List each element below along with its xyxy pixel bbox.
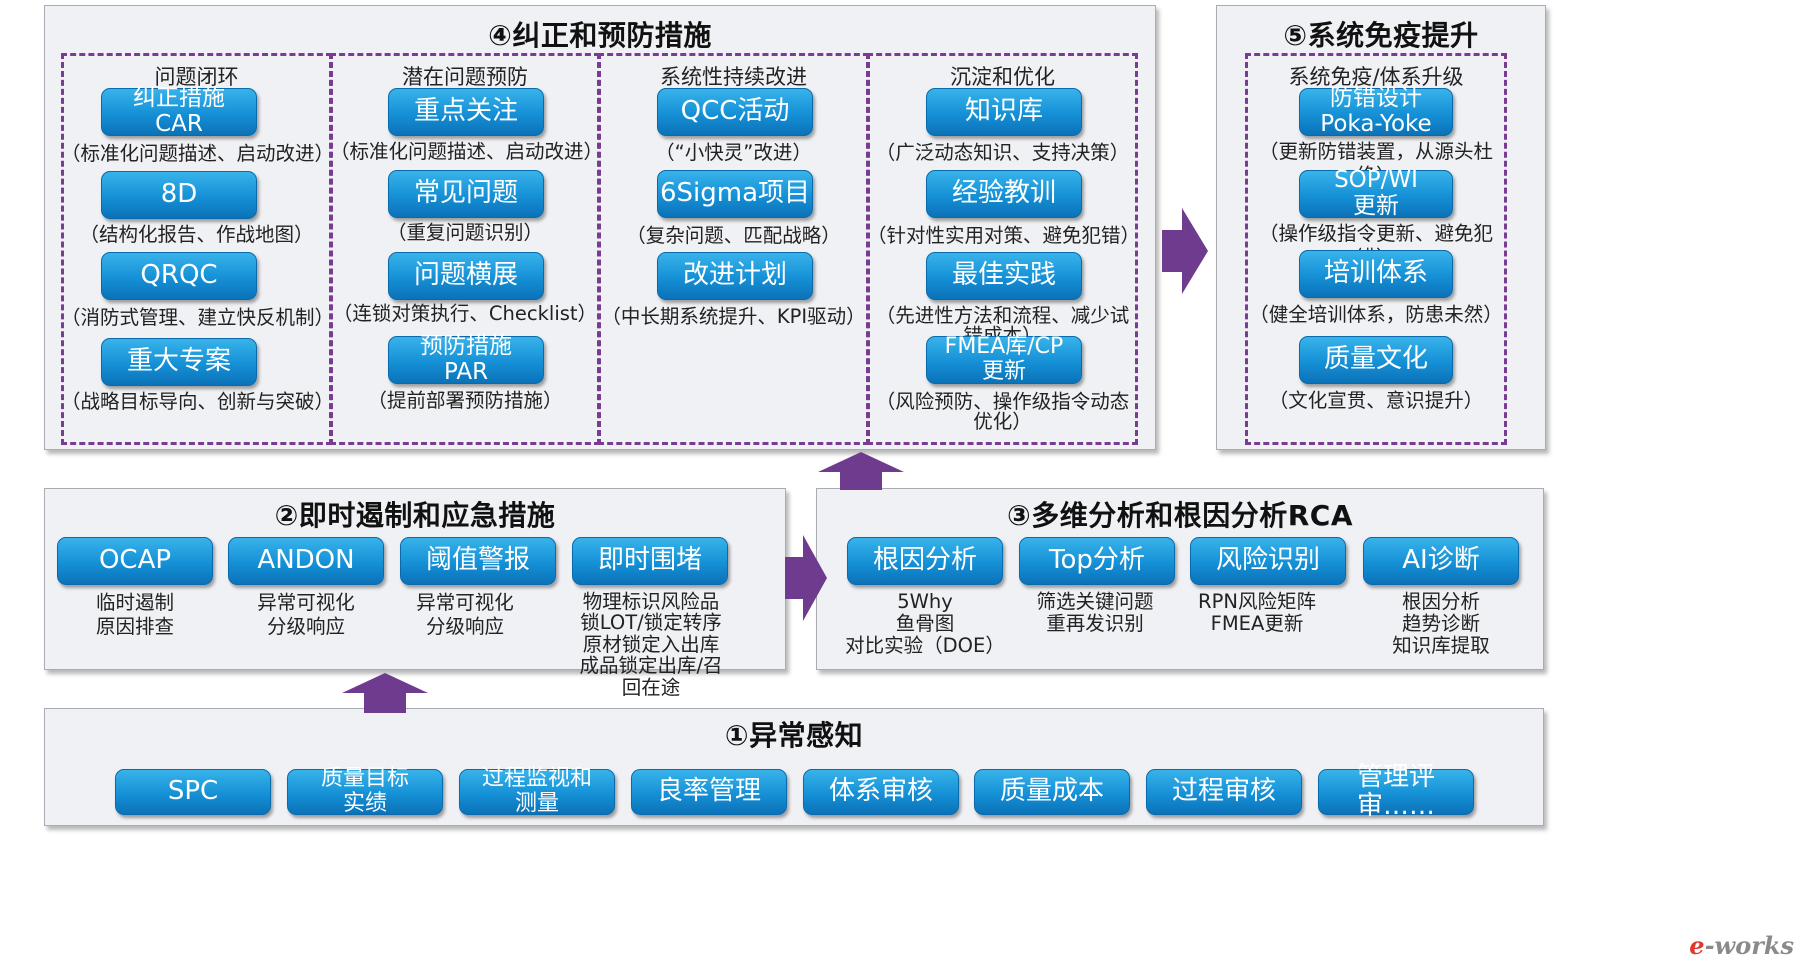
8d-caption: （结构化报告、作战地图） [79, 223, 314, 246]
anomaly-perception-title: ①异常感知 [724, 719, 864, 752]
yield-management-button[interactable]: 良率管理 [631, 769, 787, 815]
process-monitoring-button[interactable]: 过程监视和 测量 [459, 767, 615, 816]
up-arrow-icon [342, 673, 428, 713]
system-upgrade-column [1245, 53, 1507, 445]
risk-identification-button[interactable]: 风险识别 [1190, 537, 1346, 585]
andon-button[interactable]: ANDON [228, 537, 384, 585]
anomaly-perception-panel: ①异常感知 SPC 质量目标 实绩 过程监视和 测量 良率管理 体系审核 质量成… [44, 708, 1544, 826]
immediate-containment-caption: 物理标识风险品 锁LOT/锁定转序 原材锁定入出库 成品锁定出库/召 回在途 [579, 590, 723, 699]
column-title: 系统免疫/体系升级 [1288, 65, 1464, 89]
training-system-caption: （健全培训体系，防患未然） [1249, 303, 1503, 326]
risk-identification-caption: RPN风险矩阵 FMEA更新 [1198, 590, 1316, 635]
fmea-cp-caption: （风险预防、操作级指令动态 优化） [875, 390, 1130, 434]
poka-yoke-button[interactable]: 防错设计 Poka-Yoke [1299, 85, 1453, 137]
qcc-button[interactable]: QCC活动 [657, 88, 813, 136]
top-analysis-button[interactable]: Top分析 [1019, 537, 1175, 585]
fmea-cp-button[interactable]: FMEA库/CP 更新 [926, 335, 1082, 384]
lessons-learned-button[interactable]: 经验教训 [926, 170, 1082, 218]
quality-culture-caption: （文化宣贯、意识提升） [1268, 389, 1484, 412]
key-focus-caption: （标准化问题描述、启动改进） [330, 140, 604, 163]
system-audit-button[interactable]: 体系审核 [803, 769, 959, 815]
corrective-preventive-title: ④纠正和预防措施 [488, 19, 712, 52]
horizontal-deploy-button[interactable]: 问题横展 [388, 252, 544, 300]
lessons-learned-caption: （针对性实用对策、避免犯错） [867, 224, 1141, 247]
management-review-button[interactable]: 管理评审…… [1318, 762, 1474, 821]
best-practice-button[interactable]: 最佳实践 [926, 252, 1082, 300]
quality-culture-button[interactable]: 质量文化 [1299, 336, 1453, 384]
root-cause-panel: ③多维分析和根因分析RCA 根因分析 5Why 鱼骨图 对比实验（DOE） To… [816, 488, 1544, 670]
containment-panel: ②即时遏制和应急措施 OCAP 临时遏制 原因排查 ANDON 异常可视化 分级… [44, 488, 786, 698]
up-arrow-icon [818, 452, 904, 490]
column-title: 系统性持续改进 [660, 65, 807, 89]
spc-button[interactable]: SPC [115, 769, 271, 815]
immediate-containment-button[interactable]: 即时围堵 [572, 537, 728, 585]
car-caption: （标准化问题描述、启动改进） [61, 142, 335, 165]
system-immunity-panel: ⑤系统免疫提升 系统免疫/体系升级 防错设计 Poka-Yoke （更新防错装置… [1216, 5, 1546, 450]
quality-cost-button[interactable]: 质量成本 [974, 769, 1130, 815]
common-issues-caption: （重复问题识别） [386, 221, 543, 244]
system-immunity-title: ⑤系统免疫提升 [1283, 19, 1479, 52]
process-audit-button[interactable]: 过程审核 [1146, 769, 1302, 815]
training-system-button[interactable]: 培训体系 [1299, 250, 1453, 298]
containment-title: ②即时遏制和应急措施 [274, 499, 556, 532]
column-title: 潜在问题预防 [402, 65, 528, 89]
ocap-button[interactable]: OCAP [57, 537, 213, 585]
qcc-caption: （“小快灵”改进） [655, 141, 812, 164]
ai-diagnosis-button[interactable]: AI诊断 [1363, 537, 1519, 585]
right-arrow-icon [785, 535, 827, 621]
ai-diagnosis-caption: 根因分析 趋势诊断 知识库提取 [1392, 590, 1490, 657]
horizontal-deploy-caption: （连锁对策执行、Checklist） [332, 302, 598, 325]
par-caption: （提前部署预防措施） [367, 389, 563, 412]
par-button[interactable]: 预防措施 PAR [388, 333, 544, 385]
root-cause-analysis-caption: 5Why 鱼骨图 对比实验（DOE） [845, 590, 1005, 657]
major-project-button[interactable]: 重大专案 [101, 338, 257, 386]
six-sigma-caption: （复杂问题、匹配战略） [626, 224, 841, 247]
e-works-logo: e-works [1689, 931, 1794, 960]
ocap-caption: 临时遏制 原因排查 [95, 591, 174, 639]
andon-caption: 异常可视化 分级响应 [257, 591, 355, 639]
sop-wi-button[interactable]: SOP/WI 更新 [1299, 167, 1453, 219]
threshold-alarm-button[interactable]: 阈值警报 [400, 537, 556, 585]
top-analysis-caption: 筛选关键问题 重再发识别 [1036, 590, 1154, 635]
corrective-preventive-panel: ④纠正和预防措施 问题闭环 纠正措施 CAR （标准化问题描述、启动改进） 8D… [44, 5, 1156, 450]
column-title: 问题闭环 [154, 65, 239, 89]
column-title: 沉淀和优化 [950, 65, 1055, 89]
improvement-plan-caption: （中长期系统提升、KPI驱动） [601, 305, 866, 328]
consolidation-optimization-column [867, 53, 1138, 445]
major-project-caption: （战略目标导向、创新与突破） [61, 390, 335, 413]
knowledge-base-button[interactable]: 知识库 [926, 88, 1082, 136]
qrqc-caption: （消防式管理、建立快反机制） [61, 306, 335, 329]
8d-button[interactable]: 8D [101, 171, 257, 219]
car-button[interactable]: 纠正措施 CAR [101, 85, 257, 137]
improvement-plan-button[interactable]: 改进计划 [657, 252, 813, 300]
key-focus-button[interactable]: 重点关注 [388, 88, 544, 136]
root-cause-analysis-button[interactable]: 根因分析 [847, 537, 1003, 585]
knowledge-base-caption: （广泛动态知识、支持决策） [875, 141, 1130, 164]
common-issues-button[interactable]: 常见问题 [388, 170, 544, 218]
right-arrow-icon [1162, 208, 1208, 294]
threshold-alarm-caption: 异常可视化 分级响应 [416, 591, 514, 639]
six-sigma-button[interactable]: 6Sigma项目 [657, 170, 813, 218]
qrqc-button[interactable]: QRQC [101, 252, 257, 300]
root-cause-title: ③多维分析和根因分析RCA [1007, 499, 1353, 532]
quality-target-button[interactable]: 质量目标 实绩 [287, 767, 443, 816]
